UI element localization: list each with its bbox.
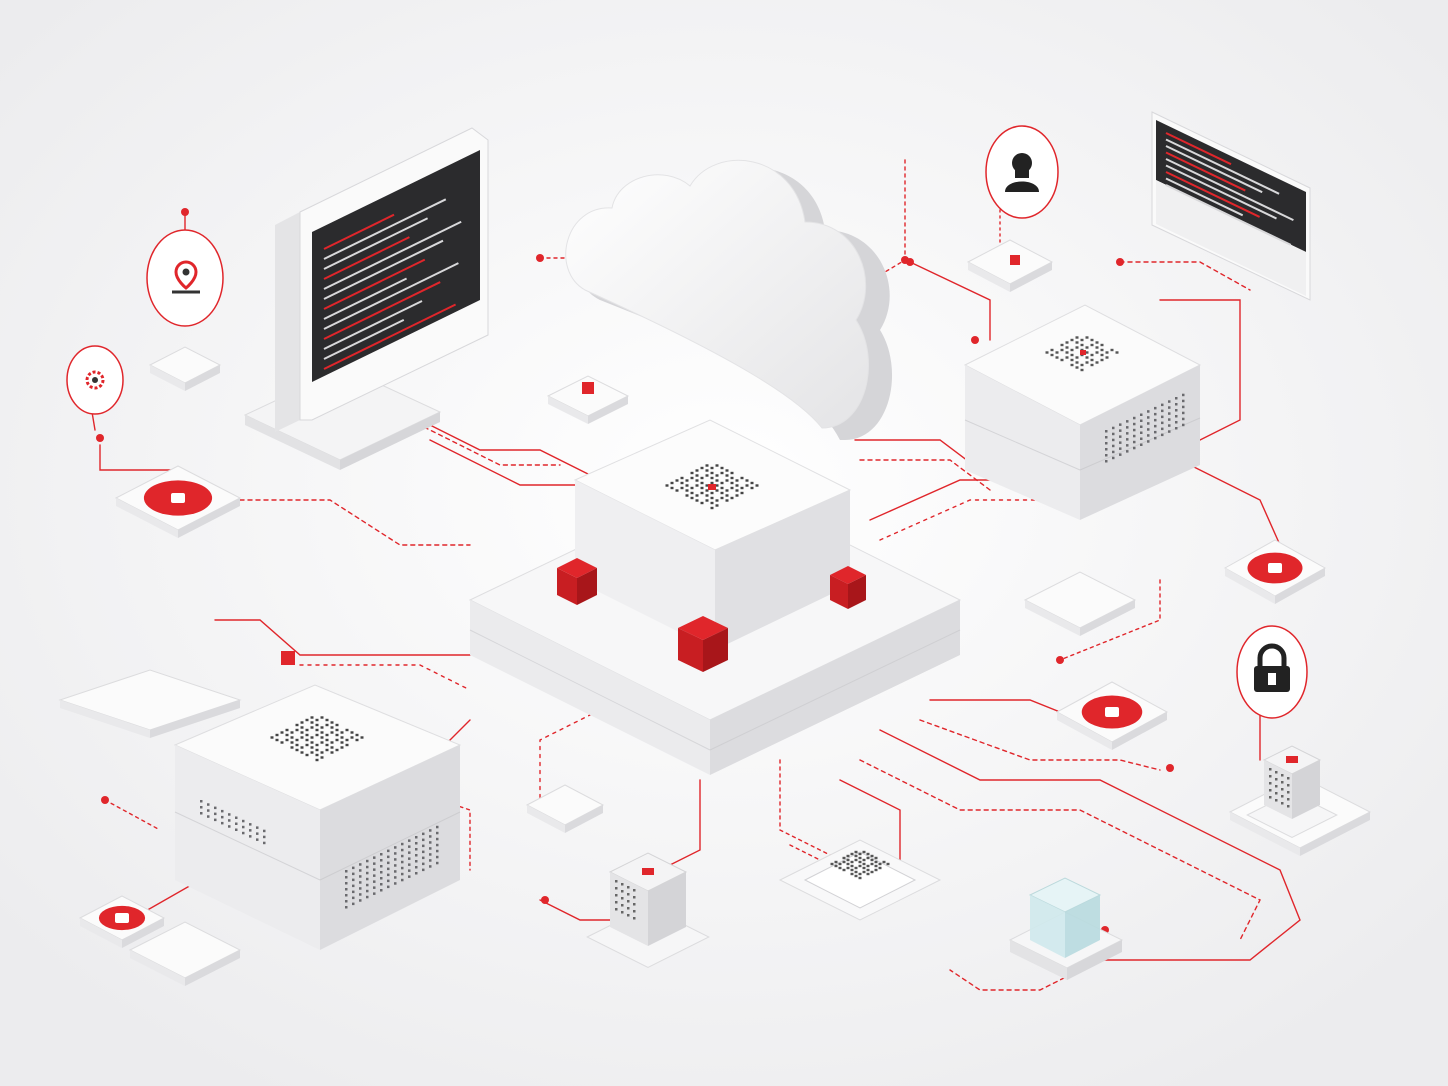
chip-icon (778, 839, 942, 921)
location-pin-icon (146, 229, 224, 327)
node-tile (114, 465, 242, 538)
red-corner-blocks (557, 558, 866, 672)
node-tile (1023, 571, 1137, 636)
left-monitor (243, 127, 489, 470)
node-tile (78, 895, 166, 948)
right-monitor (1151, 111, 1311, 301)
lock-icon (1236, 625, 1308, 719)
node-tile (58, 669, 242, 738)
gear-icon (66, 345, 124, 415)
mini-cube (586, 852, 710, 968)
node-tile (1055, 681, 1169, 750)
trace-dots (96, 208, 1184, 934)
vent-grid (665, 464, 759, 510)
node-tile (128, 921, 242, 986)
network-nodes (58, 239, 1372, 986)
code-lines-left (323, 198, 462, 370)
mini-cube (1246, 745, 1338, 838)
central-server (468, 419, 962, 775)
node-tile (525, 784, 605, 833)
code-lines-right (1165, 132, 1294, 246)
right-server (963, 304, 1202, 520)
small-cubes (586, 745, 1338, 968)
user-icon (985, 125, 1059, 219)
node-tile (1223, 539, 1327, 604)
node-tile (148, 346, 222, 391)
glass-cube (1008, 877, 1124, 980)
cloud-icon (565, 159, 893, 440)
node-tile (546, 375, 630, 424)
left-server (173, 684, 462, 950)
